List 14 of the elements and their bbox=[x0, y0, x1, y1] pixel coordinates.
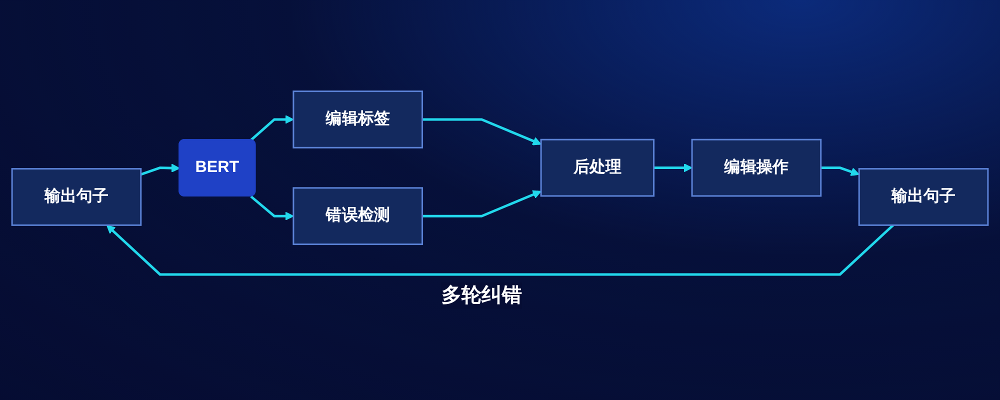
node-box: 输出句子 bbox=[11, 168, 142, 226]
arrow bbox=[654, 163, 692, 172]
arrow bbox=[820, 166, 860, 176]
arrow bbox=[250, 196, 294, 221]
arrow bbox=[422, 190, 542, 218]
node-box: 编辑操作 bbox=[691, 138, 822, 197]
edge-label: 多轮纠错 bbox=[441, 284, 522, 307]
node-box: 输出句子 bbox=[858, 168, 989, 226]
arrow bbox=[422, 118, 542, 146]
arrow bbox=[106, 224, 894, 276]
arrow bbox=[140, 164, 180, 176]
node-box: 后处理 bbox=[540, 138, 655, 197]
arrow bbox=[250, 115, 294, 142]
node-box: 编辑标签 bbox=[292, 90, 424, 148]
